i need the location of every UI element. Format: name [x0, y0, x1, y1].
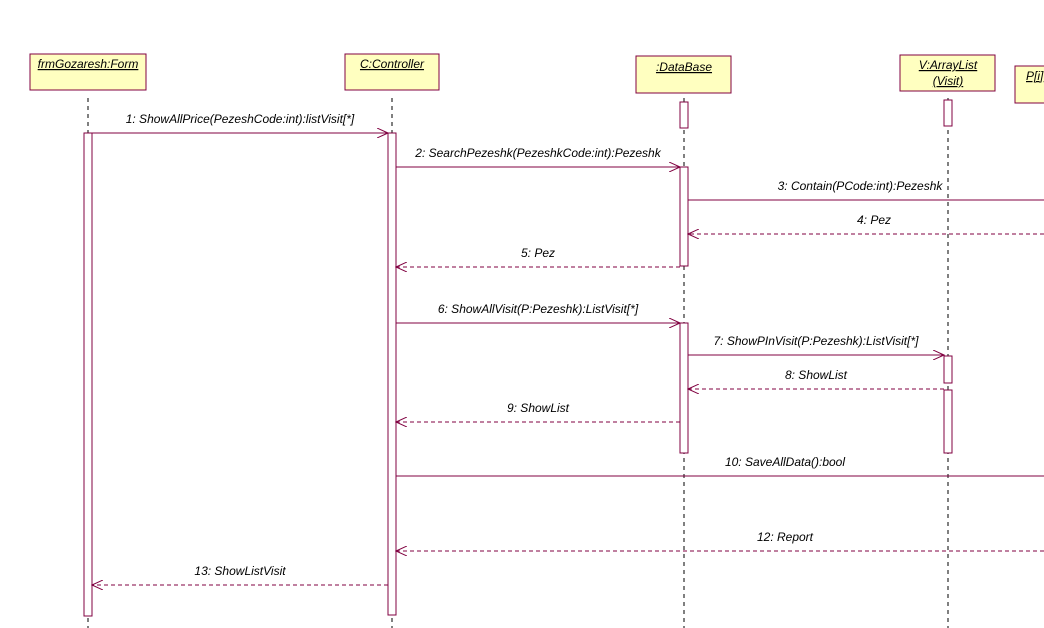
activation-controller	[387, 132, 397, 616]
message-label-5: 5: Pez	[521, 246, 555, 260]
lifeline-title-controller: C:Controller	[360, 57, 425, 71]
message-label-9: 9: ShowList	[507, 401, 570, 415]
activation-form	[83, 132, 93, 617]
activation-arraylist-show	[943, 355, 953, 384]
message-label-6: 6: ShowAllVisit(P:Pezeshk):ListVisit[*]	[438, 302, 639, 316]
activation-database-search	[679, 166, 689, 267]
message-label-4: 4: Pez	[857, 213, 891, 227]
message-label-1: 1: ShowAllPrice(PezeshCode:int):listVisi…	[126, 112, 355, 126]
message-label-3: 3: Contain(PCode:int):Pezeshk	[778, 179, 944, 193]
lifeline-header-p: P[i]	[1014, 65, 1044, 104]
activation-database-showall	[679, 322, 689, 454]
message-label-8: 8: ShowList	[785, 368, 848, 382]
lifeline-header-arraylist: V:ArrayList (Visit)	[899, 54, 996, 92]
lifeline-subtitle-arraylist: (Visit)	[933, 74, 963, 88]
lifeline-title-form: frmGozaresh:Form	[38, 57, 139, 71]
lifeline-header-controller: C:Controller	[344, 53, 440, 91]
activation-arraylist-after	[943, 389, 953, 454]
lifeline-title-arraylist: V:ArrayList	[919, 58, 978, 72]
lifeline-title-p: P[i]	[1026, 69, 1044, 83]
lifeline-header-database: :DataBase	[635, 55, 732, 94]
message-label-2: 2: SearchPezeshk(PezeshkCode:int):Pezesh…	[414, 146, 661, 160]
message-label-7: 7: ShowPInVisit(P:Pezeshk):ListVisit[*]	[714, 334, 920, 348]
lifeline-title-database: :DataBase	[656, 60, 712, 74]
message-label-12: 12: Report	[757, 530, 814, 544]
lifeline-header-form: frmGozaresh:Form	[29, 53, 147, 91]
message-label-13: 13: ShowListVisit	[194, 564, 286, 578]
message-label-10: 10: SaveAllData():bool	[725, 455, 845, 469]
activation-database-initial	[679, 101, 689, 129]
activation-arraylist-initial	[943, 99, 953, 127]
